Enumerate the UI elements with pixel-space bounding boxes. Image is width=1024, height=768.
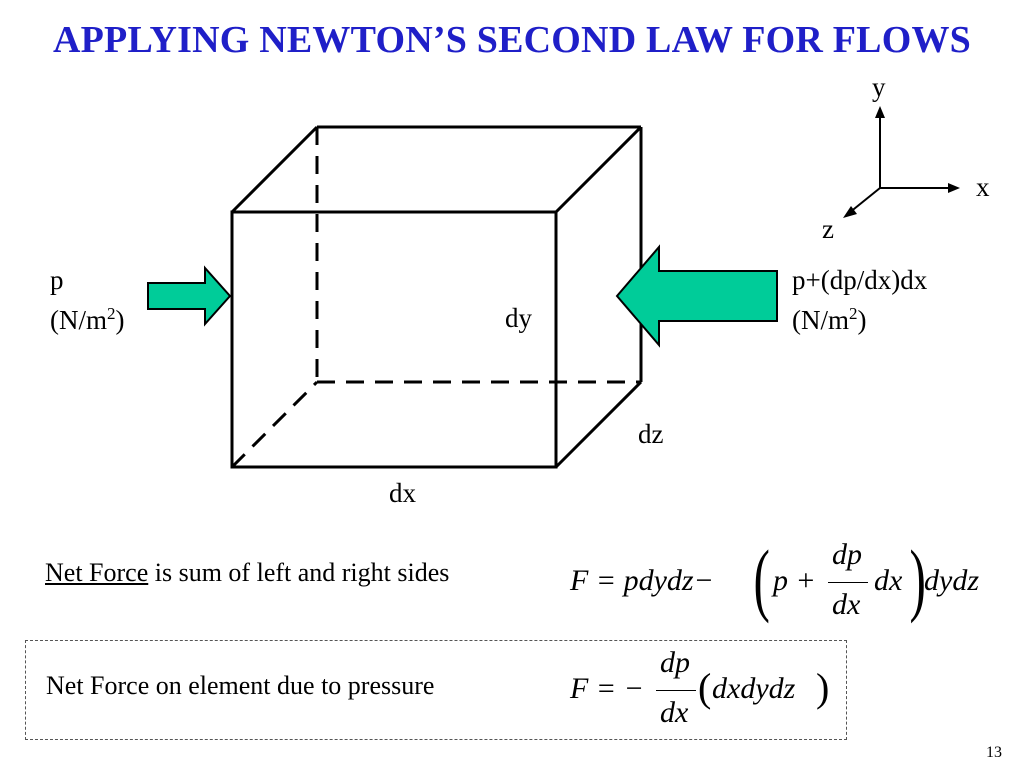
net-force-term: Net Force <box>45 558 149 587</box>
eq1-mid: dx <box>874 564 903 597</box>
eq2-close-paren: ) <box>816 665 830 710</box>
page-number: 13 <box>986 744 1002 761</box>
right-pressure-unit: (N/m2) <box>792 304 867 335</box>
net-force-statement: Net Force is sum of left and right sides <box>45 558 450 587</box>
pressure-force-statement: Net Force on element due to pressure <box>46 671 435 700</box>
cube-front-face <box>230 210 558 469</box>
eq2-open-paren: ( <box>698 665 712 710</box>
right-pressure-arrow <box>615 244 778 348</box>
left-pressure-unit: (N/m2) <box>50 304 125 335</box>
cube-hidden-bottom-left <box>230 380 319 469</box>
left-pressure-arrow <box>147 265 232 327</box>
eq1-fraction-bar <box>828 582 868 583</box>
eq2-fraction-bar <box>656 690 696 691</box>
cube-edge-top-left <box>230 125 319 214</box>
eq2-numerator: dp <box>660 646 690 679</box>
x-axis-arrowhead <box>948 183 960 193</box>
right-pressure-label: p+(dp/dx)dx <box>792 265 928 295</box>
eq1-denominator: dx <box>832 588 861 621</box>
pressure-force-box: Net Force on element due to pressure <box>25 640 847 740</box>
z-axis-arrowhead <box>843 206 857 218</box>
net-force-equation: F = pdydz− ( p + dp dx dx ) dydz <box>570 533 1000 628</box>
eq1-tail: dydz <box>924 564 979 597</box>
axis-label-x: x <box>976 172 990 202</box>
axis-label-y: y <box>872 72 886 102</box>
slide-title: APPLYING NEWTON’S SECOND LAW FOR FLOWS <box>52 19 971 61</box>
eq1-p-plus: p + <box>773 564 816 597</box>
dim-label-dx: dx <box>389 478 416 508</box>
cube-edge-bottom-right <box>554 380 643 469</box>
eq1-open-paren: ( <box>753 533 770 624</box>
cube-edge-top-right <box>554 125 643 214</box>
y-axis-arrowhead <box>875 106 885 118</box>
eq1-lhs: F = pdydz− <box>570 564 714 597</box>
left-pressure-label: p <box>50 265 64 295</box>
dim-label-dy: dy <box>505 303 532 333</box>
eq1-close-paren: ) <box>909 533 926 624</box>
pressure-force-equation: F = − dp dx ( dxdydz ) <box>570 646 840 736</box>
eq2-lhs: F = − <box>570 672 644 705</box>
eq2-paren-content: dxdydz <box>712 672 796 705</box>
axis-label-z: z <box>822 214 834 244</box>
eq1-numerator: dp <box>832 538 862 571</box>
dim-label-dz: dz <box>638 419 664 449</box>
z-axis <box>848 187 881 214</box>
eq2-denominator: dx <box>660 696 689 729</box>
